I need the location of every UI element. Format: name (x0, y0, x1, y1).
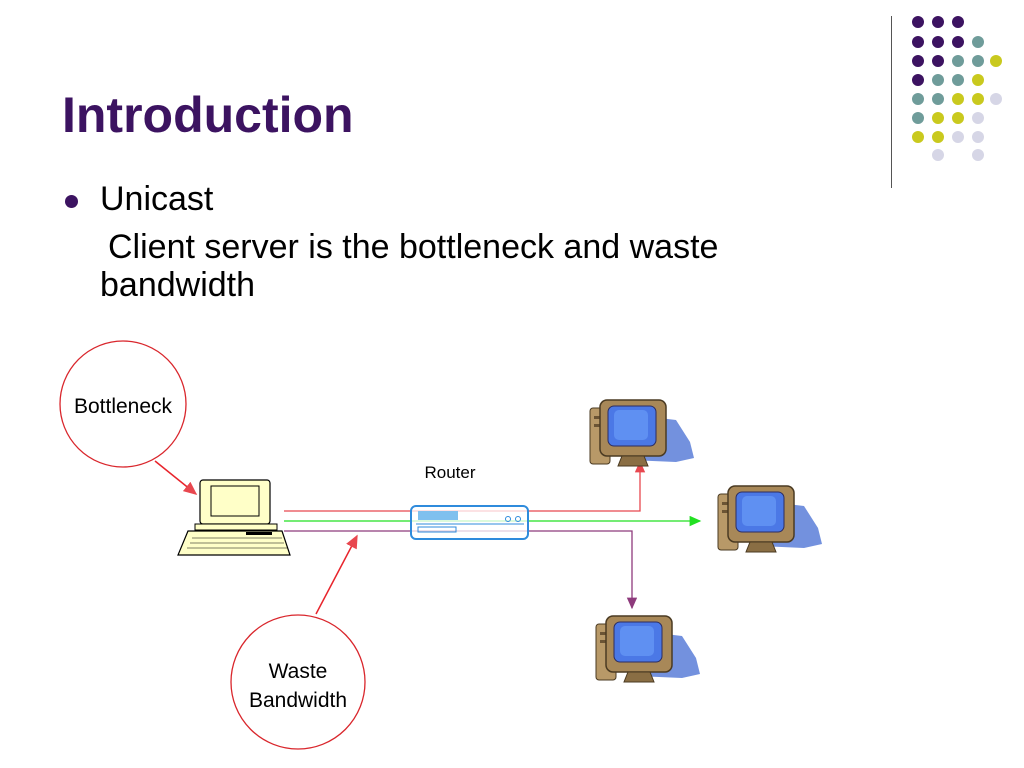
bullet-dot (65, 195, 78, 208)
server-computer-icon (177, 479, 291, 556)
waste-bandwidth-label: Waste Bandwidth (248, 660, 348, 712)
client-computer-icon-top (589, 399, 695, 467)
client-computer-icon-bottom (595, 615, 701, 683)
bottleneck-pointer-arrow (154, 460, 198, 495)
bottleneck-circle (59, 340, 187, 468)
purple-unicast-line (284, 530, 638, 610)
waste-bandwidth-circle (230, 614, 366, 750)
color-dot-grid (912, 16, 1002, 161)
bullet-unicast: Unicast (100, 180, 214, 218)
decorative-divider (891, 16, 892, 188)
router-label: Router (424, 463, 476, 482)
bullet-description: Client server is the bottleneck and wast… (100, 228, 719, 304)
client-computer-icon-middle (717, 485, 823, 553)
waste-pointer-arrow (315, 534, 358, 615)
slide-title: Introduction (62, 87, 354, 143)
router-icon (410, 505, 529, 540)
red-unicast-line (284, 460, 646, 512)
bottleneck-label: Bottleneck (73, 395, 173, 418)
